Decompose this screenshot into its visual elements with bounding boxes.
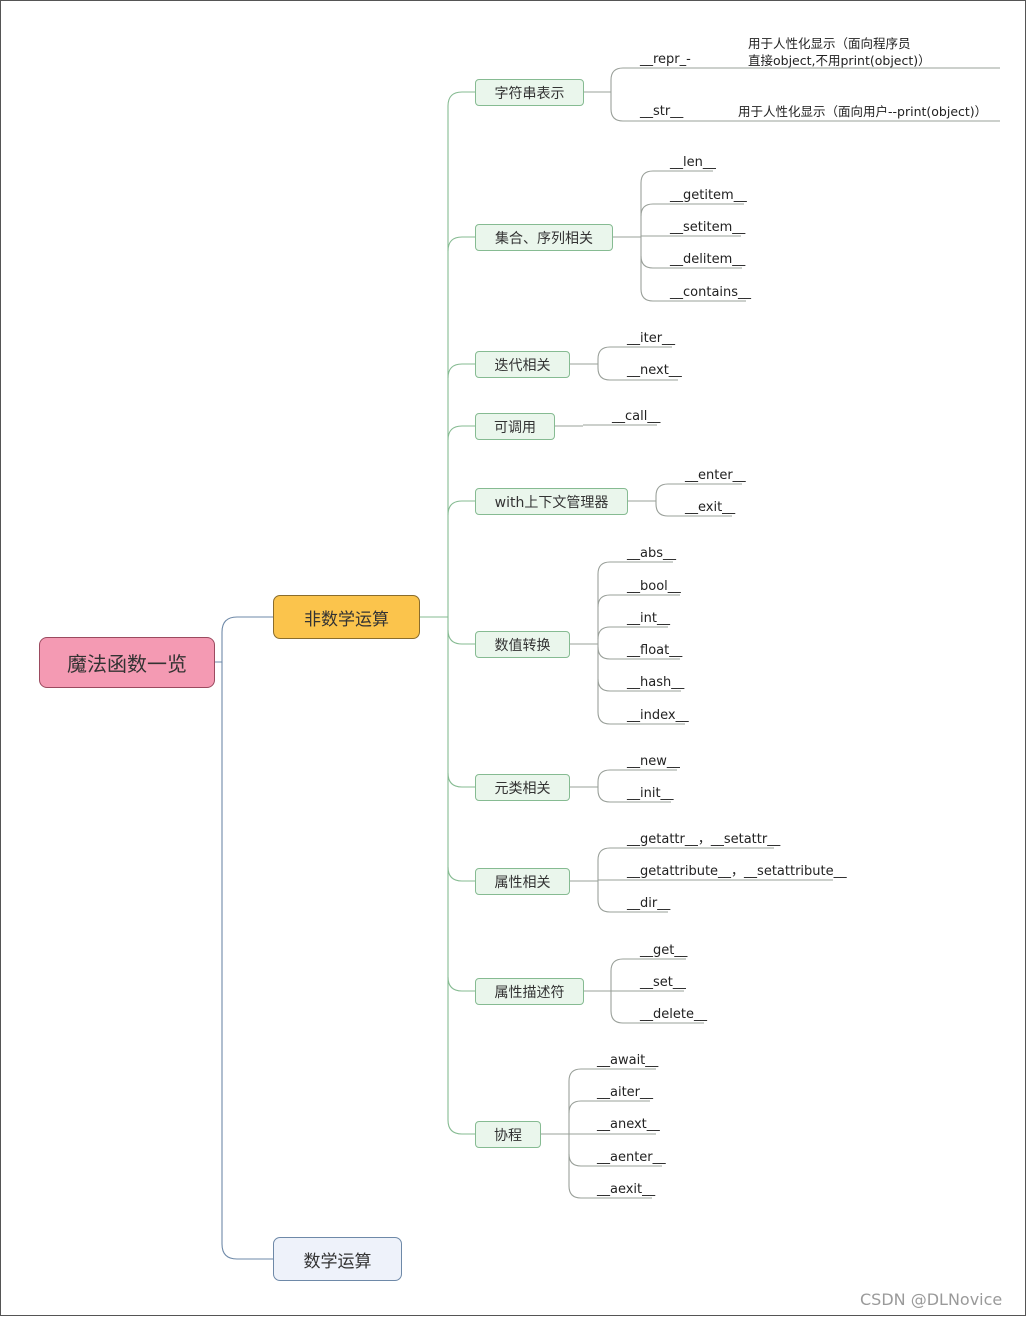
connector-leaf-2-1 [597,367,678,381]
connector-leaf-5-0 [597,561,673,575]
cat-attributes[interactable]: 属性相关 [475,868,570,895]
connector-leaf-9-1 [568,1100,650,1114]
node-non-math[interactable]: 非数学运算 [273,595,420,639]
leaf-set: __set__ [640,975,686,990]
leaf-repr: __repr_- [640,52,691,67]
leaf-contains: __contains__ [670,285,752,300]
leaf-float: __float__ [627,643,683,658]
leaf-hash: __hash__ [627,675,685,690]
connector-root-math [221,662,273,1260]
connector-category-9 [447,1119,475,1135]
leaf-new: __new__ [627,754,680,769]
connector-leaf-9-4 [568,1185,652,1199]
root-node[interactable]: 魔法函数一览 [39,637,215,688]
connector-leaf-9-3 [568,1153,662,1167]
leaf-call: __call__ [612,409,661,424]
connector-leaf-8-0 [610,958,686,972]
connector-leaf-2-0 [597,346,672,360]
connector-leaf-6-1 [597,789,671,803]
leaf-exit: __exit__ [685,500,736,515]
leaf-iter: __iter__ [627,331,676,346]
connector-category-0 [447,91,475,107]
connector-leaf-1-0 [640,170,713,184]
leaf-getattribute-setattribute: __getattribute__，__setattribute__ [627,864,847,879]
leaf-aiter: __aiter__ [597,1085,654,1100]
connector-leaf-7-0 [597,847,774,861]
connector-leaf-5-3 [597,646,680,660]
connector-root-nonmath [215,616,273,663]
leaf-delitem: __delitem__ [670,252,746,267]
connector-category-8 [447,976,475,992]
cat-sequence[interactable]: 集合、序列相关 [475,224,613,251]
cat-descriptor[interactable]: 属性描述符 [475,978,584,1005]
leaf-dir: __dir__ [627,896,671,911]
connector-leaf-1-3 [640,255,742,269]
leaf-await: __await__ [597,1053,659,1068]
leaf-getitem: __getitem__ [670,188,747,203]
note-str: 用于人性化显示（面向用户--print(object)） [738,104,988,119]
cat-coroutine[interactable]: 协程 [475,1121,541,1148]
leaf-setitem: __setitem__ [670,220,746,235]
connector-category-2 [447,363,475,379]
note-repr-line1: 用于人性化显示（面向程序员 [748,36,911,51]
note-repr-line2: 直接object,不用print(object)） [748,53,931,68]
leaf-delete: __delete__ [640,1007,707,1022]
leaf-aenter: __aenter__ [597,1150,666,1165]
cat-numeric[interactable]: 数值转换 [475,631,570,658]
leaf-str: __str__ [640,104,684,119]
connector-leaf-4-1 [655,503,732,517]
cat-string-repr[interactable]: 字符串表示 [475,79,584,106]
connector-category-7 [447,866,475,882]
connector-leaf-6-0 [597,769,677,783]
connector-leaf-7-2 [597,899,668,913]
connector-leaf-8-2 [610,1010,704,1024]
leaf-aexit: __aexit__ [597,1182,656,1197]
watermark: CSDN @DLNovice [860,1290,1003,1309]
leaf-abs: __abs__ [627,546,676,561]
connector-leaf-5-4 [597,678,681,692]
node-math[interactable]: 数学运算 [273,1237,402,1281]
connector-category-6 [447,772,475,788]
connector-category-1 [447,236,475,252]
connector-category-4 [447,500,475,516]
leaf-get: __get__ [640,943,688,958]
leaf-enter: __enter__ [685,468,746,483]
leaf-bool: __bool__ [627,579,681,594]
connector-leaf-9-0 [568,1068,656,1082]
leaf-getattr-setattr: __getattr__，__setattr__ [627,832,781,847]
cat-metaclass[interactable]: 元类相关 [475,774,570,801]
connector-leaf-0-0 [610,67,1000,81]
connector-leaf-4-0 [655,483,742,497]
cat-with[interactable]: with上下文管理器 [475,488,628,515]
cat-iteration[interactable]: 迭代相关 [475,351,570,378]
leaf-anext: __anext__ [597,1117,660,1132]
connector-leaf-5-1 [597,594,680,608]
connector-category-3 [447,425,475,441]
connector-leaf-1-4 [640,288,746,302]
cat-callable[interactable]: 可调用 [475,413,555,440]
leaf-int: __int__ [627,611,670,626]
leaf-init: __init__ [627,786,674,801]
connector-leaf-5-5 [597,711,685,725]
connector-leaf-5-2 [597,626,668,640]
leaf-len: __len__ [670,155,716,170]
leaf-index: __index__ [627,708,689,723]
leaf-next: __next__ [627,363,682,378]
connector-leaf-0-1 [610,108,1000,122]
connector-leaf-1-1 [640,203,744,217]
connector-category-5 [447,629,475,645]
